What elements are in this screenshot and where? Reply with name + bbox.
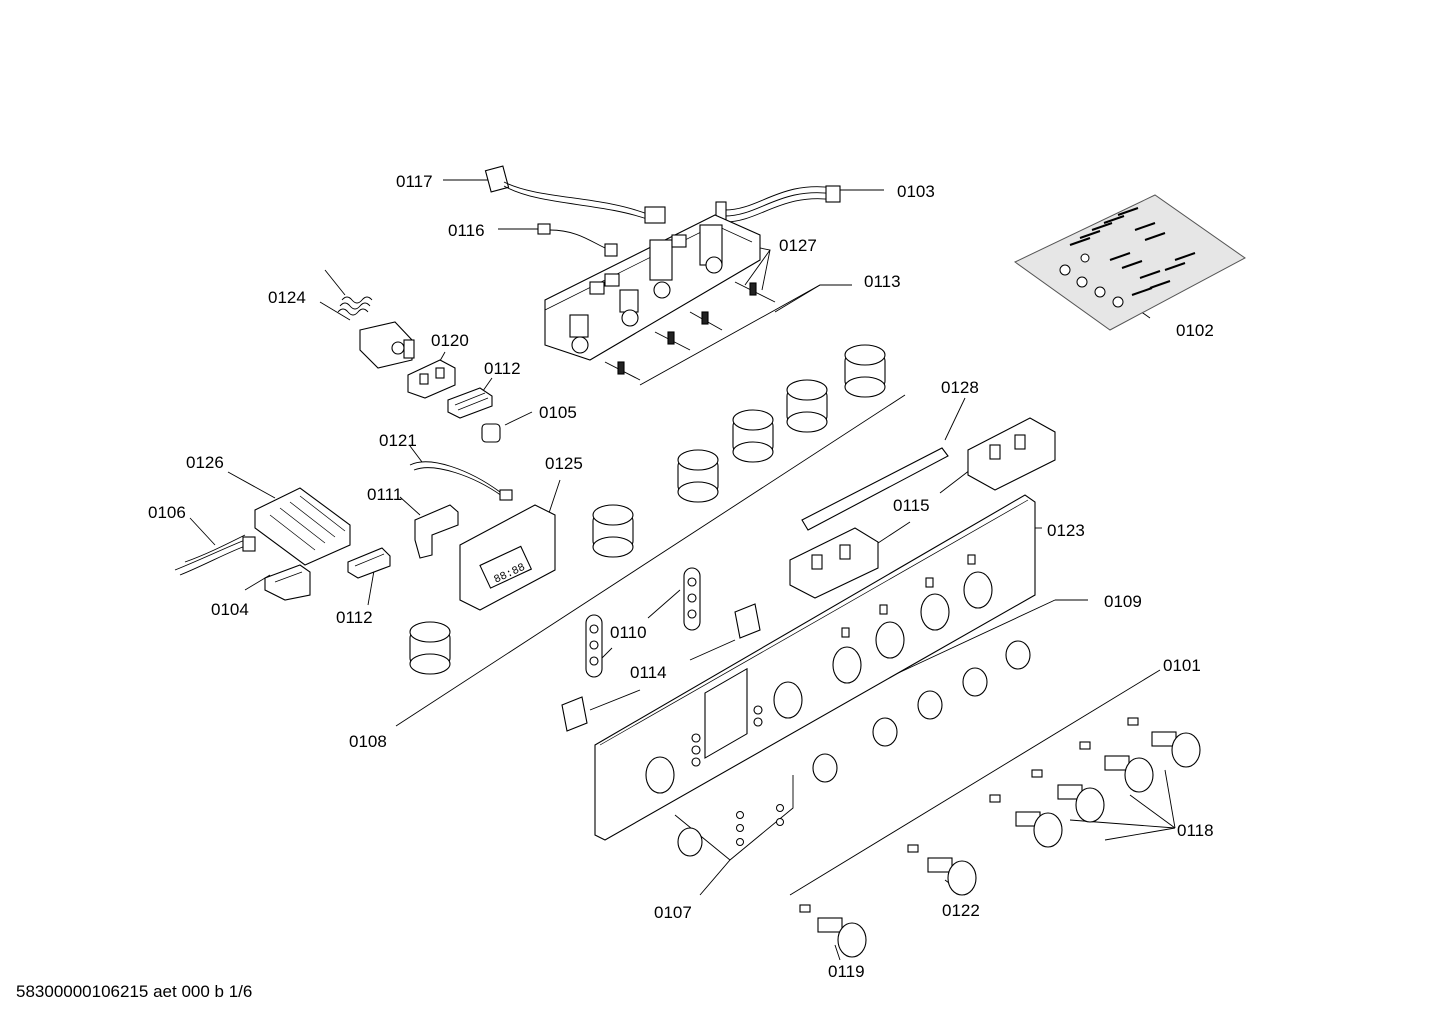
label-0127: 0127 [779,236,817,255]
clip-0112-lower [347,547,391,579]
screw-bag-0102 [1014,194,1246,331]
label-0122: 0122 [942,901,980,920]
wire-harness-0117 [484,165,666,224]
wire-0116 [537,223,618,257]
switch-housing-0115-a [967,417,1056,491]
bracket-0120 [407,359,456,399]
switch-housing-0115-b [789,527,879,599]
knobs-0118 [989,717,1201,848]
clip-0114-a [734,603,761,639]
bracket-0111 [414,504,459,559]
label-0103: 0103 [897,182,935,201]
label-0114: 0114 [630,663,667,682]
bracket-0104 [264,564,311,601]
clip-0112-upper [447,387,493,419]
sleeve-1 [409,621,451,675]
label-0106: 0106 [148,503,186,522]
front-panel-0123 [594,494,1036,841]
display-module-0125: 88:88 [459,504,556,611]
label-0101: 0101 [1163,656,1201,675]
terminal-block-0126 [254,487,351,566]
knob-4 [989,794,1063,848]
lamp-holder-0105 [481,423,501,443]
knob-0119 [799,904,867,958]
label-0105: 0105 [539,403,577,422]
rings-0109 [812,640,1031,783]
switch-shafts-0127 [604,281,776,381]
label-0123: 0123 [1047,521,1085,540]
label-0121: 0121 [379,431,417,450]
knob-sleeves-0108 [409,344,886,675]
label-0109: 0109 [1104,592,1142,611]
label-0116: 0116 [448,221,485,240]
label-0118: 0118 [1177,821,1214,840]
label-0111: 0111 [367,485,402,504]
knob-1 [1127,717,1201,768]
sleeve-6 [844,344,886,398]
label-0126: 0126 [186,453,224,472]
sleeve-3 [677,449,719,503]
strip-0128 [801,447,949,531]
label-0108: 0108 [349,732,387,751]
label-0125: 0125 [545,454,583,473]
sleeve-5 [786,379,828,433]
knob-3 [1031,769,1105,823]
label-0120: 0120 [431,331,469,350]
label-0107: 0107 [654,903,692,922]
control-board-0113 [544,214,761,361]
thermostat-0124 [324,269,415,369]
label-0128: 0128 [941,378,979,397]
label-0119: 0119 [828,962,865,981]
label-0124: 0124 [268,288,306,307]
sleeve-4 [732,409,774,463]
label-0110: 0110 [610,623,647,642]
wire-0121 [409,461,513,501]
label-0102: 0102 [1176,321,1214,340]
ring-screws-0107 [677,804,784,857]
ribbon-cable-0103 [715,185,841,229]
sleeve-2 [592,504,634,558]
button-strip-0110-b [585,614,603,678]
label-0113: 0113 [864,272,901,291]
part-labels: 0117 0103 0116 0127 0124 0113 0102 0120 … [148,172,1214,981]
label-0117: 0117 [396,172,433,191]
button-strip-0110-a [683,567,701,631]
clip-0114-b [561,696,588,732]
label-0112-lower: 0112 [336,608,373,627]
drawing-reference-footer: 58300000106215 aet 000 b 1/6 [16,982,252,1001]
knob-0122 [907,844,977,896]
label-0104: 0104 [211,600,249,619]
label-0115: 0115 [893,496,930,515]
label-0112-upper: 0112 [484,359,521,378]
wires-0106 [174,534,256,576]
knob-2 [1079,741,1154,793]
